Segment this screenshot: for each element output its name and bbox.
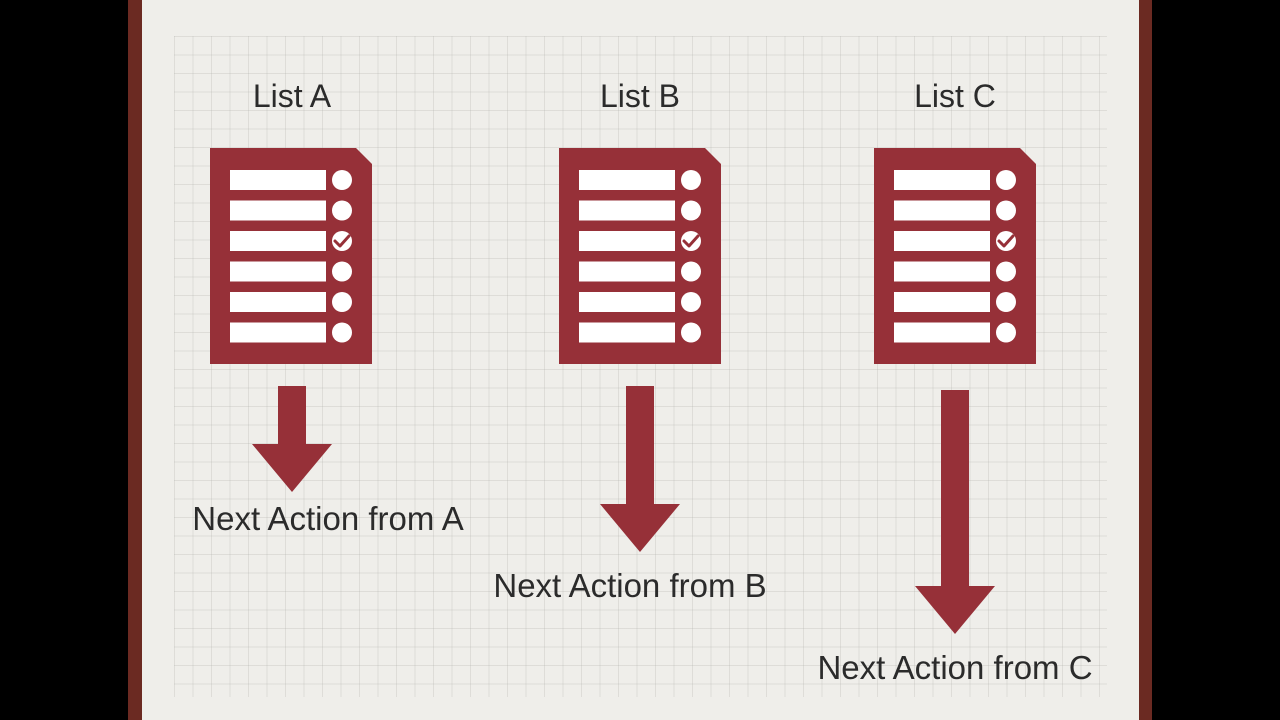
checklist-line xyxy=(230,200,326,221)
checklist-line xyxy=(579,322,675,343)
arrow-down-icon xyxy=(915,390,995,634)
checklist-circle xyxy=(681,200,701,221)
checklist-document-icon xyxy=(874,148,1036,364)
checklist-line xyxy=(579,292,675,312)
checklist-circle xyxy=(332,170,352,190)
checklist-line xyxy=(579,261,675,282)
checklist-line xyxy=(579,170,675,190)
checklist-line xyxy=(894,292,990,312)
arrow-down-icon xyxy=(600,386,680,552)
list-b-title: List B xyxy=(599,78,681,114)
checklist-line xyxy=(894,322,990,343)
checklist-circle xyxy=(681,261,701,282)
checklist-line xyxy=(230,231,326,251)
checklist-circle xyxy=(681,322,701,343)
checklist-circle xyxy=(332,200,352,221)
checklist-document-icon xyxy=(210,148,372,364)
checklist-circle xyxy=(996,292,1016,312)
arrow-shape xyxy=(915,390,995,634)
checklist-document-icon xyxy=(559,148,721,364)
arrow-shape xyxy=(600,386,680,552)
checklist-line xyxy=(230,322,326,343)
next-action-b-label: Next Action from B xyxy=(493,567,767,604)
paper-margin-bottom xyxy=(142,697,1139,720)
checklist-circle xyxy=(996,322,1016,343)
checklist-circle xyxy=(332,261,352,282)
checklist-line xyxy=(230,261,326,282)
checkmark-icon xyxy=(997,234,1015,248)
arrow-down-icon xyxy=(252,386,332,492)
checklist-line xyxy=(230,292,326,312)
next-action-a-label: Next Action from A xyxy=(192,500,464,537)
checklist-circle xyxy=(332,292,352,312)
checklist-line xyxy=(230,170,326,190)
checklist-line xyxy=(579,231,675,251)
checklist-circle xyxy=(332,322,352,343)
checklist-line xyxy=(894,261,990,282)
list-c-title: List C xyxy=(914,78,996,114)
next-action-c-label: Next Action from C xyxy=(817,649,1093,686)
checklist-line xyxy=(894,231,990,251)
paper-margin-top xyxy=(142,0,1139,36)
arrow-shape xyxy=(252,386,332,492)
checklist-circle xyxy=(996,261,1016,282)
checklist-line xyxy=(894,170,990,190)
checklist-line xyxy=(894,200,990,221)
checklist-circle xyxy=(681,292,701,312)
checkmark-icon xyxy=(682,234,700,248)
checklist-line xyxy=(579,200,675,221)
checklist-circle xyxy=(996,170,1016,190)
checklist-circle xyxy=(681,170,701,190)
checklist-circle xyxy=(996,200,1016,221)
checkmark-icon xyxy=(333,234,351,248)
list-a-title: List A xyxy=(252,78,332,114)
paper-margin-right xyxy=(1107,0,1139,720)
paper-margin-left xyxy=(142,0,174,720)
